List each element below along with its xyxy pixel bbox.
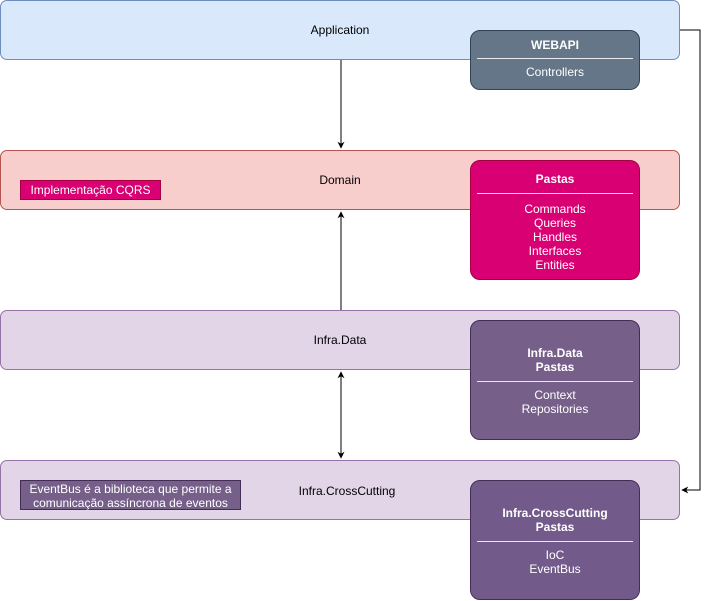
infra-data-folder-item: Context bbox=[534, 388, 576, 402]
eventbus-note: EventBus é a biblioteca que permite a co… bbox=[20, 480, 241, 510]
infra-data-layer-label: Infra.Data bbox=[313, 333, 367, 347]
infra-crosscutting-folders-title: Infra.CrossCutting Pastas bbox=[471, 481, 639, 534]
application-layer-label: Application bbox=[310, 23, 370, 37]
infra-data-folders-title-line2: Pastas bbox=[535, 360, 575, 374]
domain-folder-item: Interfaces bbox=[528, 244, 582, 258]
infra-crosscutting-folder-item: EventBus bbox=[529, 562, 581, 576]
infra-crosscutting-folders-items: IoC EventBus bbox=[471, 548, 639, 576]
infra-crosscutting-folders-card: Infra.CrossCutting Pastas IoC EventBus bbox=[470, 480, 640, 600]
domain-folders-title: Pastas bbox=[535, 172, 575, 186]
infra-crosscutting-layer-label: Infra.CrossCutting bbox=[298, 484, 396, 498]
webapi-card-item: Controllers bbox=[525, 65, 585, 79]
application-to-crosscutting-arrow bbox=[680, 29, 701, 494]
cqrs-note: Implementação CQRS bbox=[20, 180, 161, 200]
eventbus-note-line2: comunicação assíncrona de eventos bbox=[33, 496, 228, 510]
infra-data-folder-item: Repositories bbox=[521, 402, 589, 416]
domain-folder-item: Queries bbox=[533, 216, 577, 230]
infra-crosscutting-folders-title-line1: Infra.CrossCutting bbox=[502, 506, 608, 520]
domain-folder-item: Handles bbox=[532, 230, 578, 244]
cqrs-note-text: Implementação CQRS bbox=[30, 183, 151, 197]
eventbus-note-line1: EventBus é a biblioteca que permite a bbox=[29, 482, 232, 496]
infra-data-folders-card: Infra.Data Pastas Context Repositories bbox=[470, 320, 640, 440]
domain-folder-item: Commands bbox=[524, 202, 586, 216]
webapi-card-items: Controllers bbox=[471, 65, 639, 79]
infra-data-folders-title-line1: Infra.Data bbox=[527, 346, 583, 360]
webapi-card-title: WEBAPI bbox=[531, 38, 579, 52]
webapi-card: WEBAPI Controllers bbox=[470, 30, 640, 90]
domain-folder-item: Entities bbox=[535, 258, 575, 272]
infra-crosscutting-folders-title-line2: Pastas bbox=[535, 520, 575, 534]
infra-crosscutting-folder-item: IoC bbox=[545, 548, 565, 562]
domain-folders-card: Pastas Commands Queries Handles Interfac… bbox=[470, 160, 640, 280]
infra-data-folders-items: Context Repositories bbox=[471, 388, 639, 416]
domain-folders-items: Commands Queries Handles Interfaces Enti… bbox=[471, 202, 639, 272]
domain-layer-label: Domain bbox=[319, 173, 361, 187]
infra-data-folders-title: Infra.Data Pastas bbox=[471, 321, 639, 374]
